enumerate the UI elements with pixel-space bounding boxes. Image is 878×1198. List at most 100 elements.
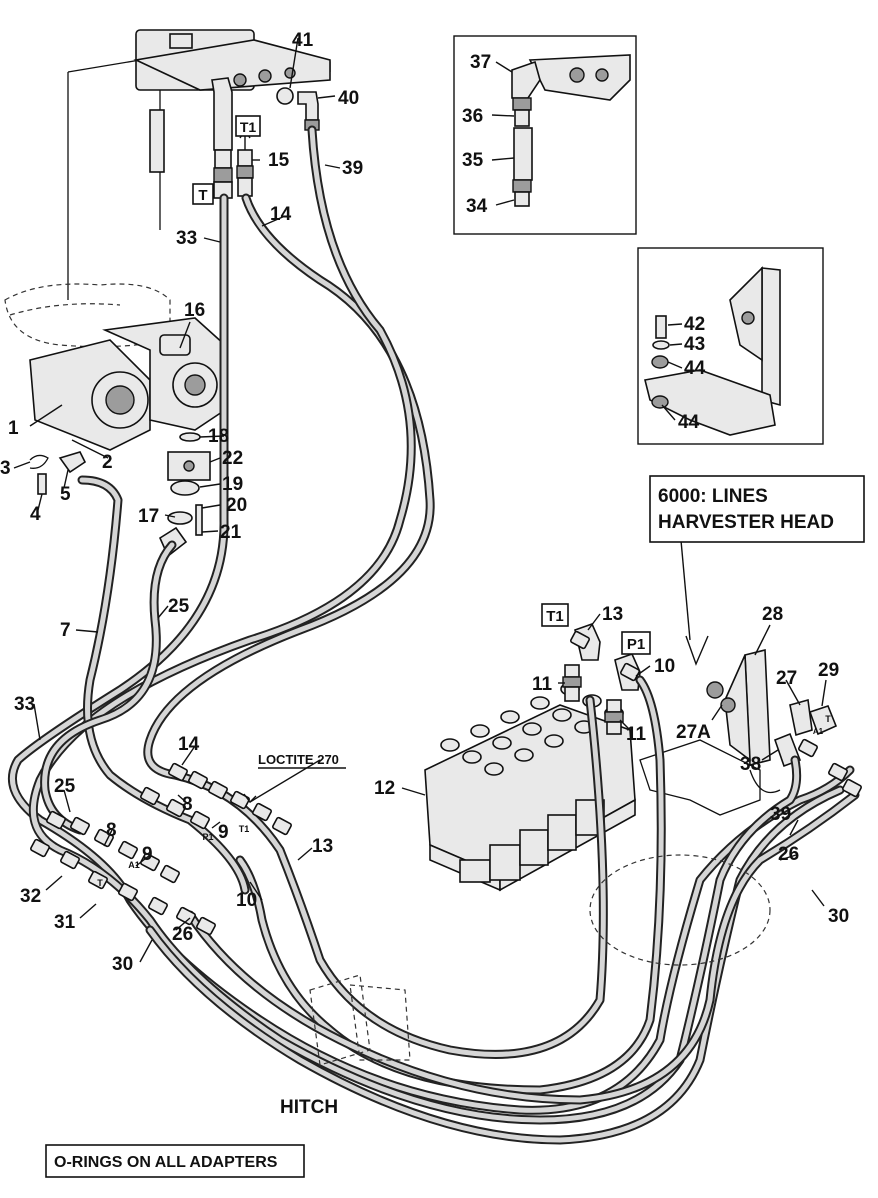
callout-42: 42 [684, 314, 705, 335]
hose-coupler [118, 882, 138, 902]
callout-32: 32 [20, 886, 41, 907]
callout-26b: 26 [778, 844, 799, 865]
callout-33b: 33 [14, 694, 35, 715]
callout-7: 7 [60, 620, 71, 641]
hose-coupler [166, 798, 186, 818]
hose-coupler [168, 762, 188, 782]
port-tag-t1-tank: T1 [240, 119, 257, 135]
hose-coupler [118, 840, 138, 860]
callout-19: 19 [222, 474, 243, 495]
callout-16: 16 [184, 300, 205, 321]
callout-17: 17 [138, 506, 159, 527]
pump-assembly [4, 283, 226, 451]
valve-port-knob [462, 750, 482, 764]
fitting-mark-t: T [97, 878, 103, 888]
callout-12: 12 [374, 778, 395, 799]
hose-coupler [272, 816, 292, 836]
callout-5: 5 [60, 484, 71, 505]
callout-14a: 14 [270, 204, 292, 225]
tank-elbow-40 [276, 87, 320, 131]
callout-31: 31 [54, 912, 76, 933]
notes: 6000: LINES HARVESTER HEAD LOCTITE 270 H… [45, 475, 865, 1178]
callout-18: 18 [208, 426, 229, 447]
loctite-note: LOCTITE 270 [258, 752, 339, 767]
fitting-marks: T1 P1 T A1 T A1 [97, 714, 831, 888]
port-tag-t: T [198, 187, 207, 204]
lines-note-line2: HARVESTER HEAD [658, 512, 834, 533]
valve-port-knob [492, 736, 512, 750]
hose-coupler [148, 896, 168, 916]
hose-coupler [196, 916, 216, 936]
callout-44b: 44 [678, 412, 700, 433]
callout-2: 2 [102, 452, 113, 473]
tank-fitting-15 [236, 128, 254, 197]
hose-coupler [842, 778, 862, 798]
callout-40: 40 [338, 88, 359, 109]
callout-38: 38 [740, 754, 761, 775]
callout-4: 4 [30, 504, 41, 525]
hose-coupler [798, 738, 818, 758]
callout-21: 21 [220, 522, 242, 543]
hose-coupler [176, 906, 196, 926]
callout-11a: 11 [532, 674, 553, 695]
tank-return-fitting [211, 77, 233, 199]
callout-43: 43 [684, 334, 705, 355]
callout-11b: 11 [626, 724, 647, 745]
hitch-label: HITCH [280, 1097, 338, 1118]
hose-coupler [208, 780, 228, 800]
valve-port-knob [440, 738, 460, 752]
callout-33a: 33 [176, 228, 197, 249]
callout-9b: 9 [142, 844, 153, 865]
callout-26: 26 [172, 924, 193, 945]
hose-25 [40, 540, 177, 835]
callout-13a: 13 [312, 836, 333, 857]
inset-bracket-42-44 [637, 247, 824, 445]
callout-13b: 13 [602, 604, 623, 625]
valve-port-knob [514, 748, 534, 762]
fitting-mark-p1: P1 [202, 832, 213, 842]
hose-coupler [60, 850, 80, 870]
hydraulic-tank [67, 29, 331, 300]
callout-15: 15 [268, 150, 290, 171]
fitting-mark-a1: A1 [128, 860, 140, 870]
callout-20: 20 [226, 495, 247, 516]
port-tag-t1-valve: T1 [546, 608, 564, 625]
hose-26-30 [145, 785, 860, 1145]
hose-coupler [160, 864, 180, 884]
hose-33 [7, 193, 855, 1115]
callout-29: 29 [818, 660, 839, 681]
fitting-mark-a1-right: A1 [813, 727, 824, 736]
port-tags: T T1 T1 P1 [192, 115, 651, 655]
hose-coupler [140, 786, 160, 806]
callout-27a: 27A [676, 722, 711, 743]
hose-10 [235, 675, 666, 1095]
hitch-outline [309, 854, 771, 1066]
callout-28: 28 [762, 604, 783, 625]
valve-port-knob [522, 722, 542, 736]
valve-port-knob [470, 724, 490, 738]
hose-coupler [70, 816, 90, 836]
callout-37: 37 [470, 52, 491, 73]
lines-note-line1: 6000: LINES [658, 486, 768, 507]
callout-27: 27 [776, 668, 797, 689]
fitting-mark-t-right: T [825, 714, 831, 724]
hose-coupler [570, 630, 590, 650]
callout-10b: 10 [654, 656, 675, 677]
callout-36: 36 [462, 106, 483, 127]
callout-labels: 1 2 3 4 5 7 16 18 22 19 20 17 21 25 41 4… [0, 30, 849, 975]
hose-coupler [88, 870, 108, 890]
callout-3: 3 [0, 458, 11, 479]
callout-1: 1 [8, 418, 19, 439]
callout-25b: 25 [54, 776, 76, 797]
callout-39a: 39 [342, 158, 363, 179]
valve-port-knob [530, 696, 550, 710]
callout-10a: 10 [236, 890, 257, 911]
hose-coupler [252, 802, 272, 822]
hose-coupler [188, 770, 208, 790]
hose-coupler [94, 828, 114, 848]
hose-coupler [828, 762, 848, 782]
valve-port-knob [500, 710, 520, 724]
hose-coupler [30, 838, 50, 858]
callout-30a: 30 [112, 954, 133, 975]
